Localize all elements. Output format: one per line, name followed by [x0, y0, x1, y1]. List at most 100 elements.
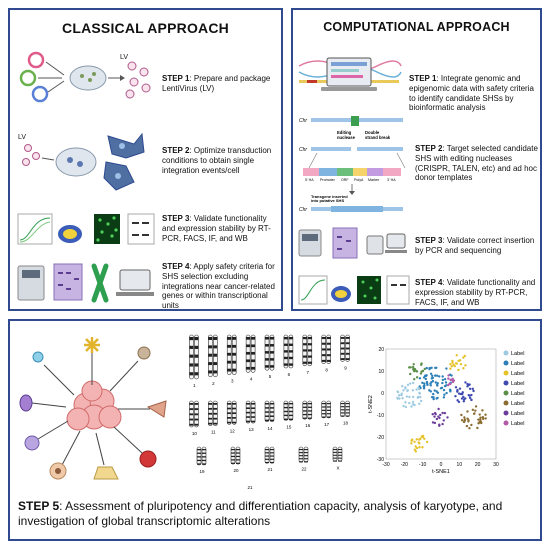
svg-text:Transgene inserted: Transgene inserted — [311, 194, 348, 199]
neuron-cell — [84, 337, 100, 353]
tsne-point — [471, 408, 475, 412]
legend-marker — [503, 420, 509, 426]
chromosome-number: 17 — [324, 422, 330, 427]
y-axis-label: t-SNE2 — [368, 395, 374, 413]
svg-text:Editing: Editing — [337, 130, 352, 135]
macrophage-cell — [24, 435, 40, 451]
tsne-point — [441, 422, 444, 426]
tsne-point — [437, 407, 440, 411]
tsne-point — [435, 417, 439, 421]
tsne-point — [470, 423, 473, 427]
tsne-point — [479, 421, 483, 424]
chromosome-pair — [321, 400, 331, 419]
astrocyte-cell — [137, 346, 151, 360]
tsne-point — [439, 387, 443, 390]
classical-step-1: STEP 1: Prepare and package LentiVirus (… — [162, 74, 271, 93]
tsne-point — [463, 416, 466, 419]
tsne-point — [410, 405, 413, 408]
x-tick: 30 — [493, 462, 499, 468]
tsne-point — [441, 375, 444, 378]
tsne-point — [406, 383, 410, 387]
chromosome-pair — [189, 400, 199, 428]
tsne-point — [461, 391, 464, 394]
legend-label: Label — [511, 381, 524, 387]
tsne-point — [460, 397, 464, 400]
lv-label-2: LV — [18, 134, 27, 141]
tsne-point — [404, 387, 407, 390]
chromosome-number: 11 — [211, 430, 216, 435]
chromosome-number: 12 — [230, 428, 236, 433]
svg-text:Marker: Marker — [368, 178, 380, 182]
tsne-point — [468, 387, 472, 391]
tsne-point — [429, 390, 433, 393]
tsne-point — [397, 394, 401, 397]
svg-text:3' HA: 3' HA — [387, 178, 396, 182]
sperm-cell — [32, 351, 44, 363]
tsne-point — [464, 364, 467, 367]
y-tick: 10 — [378, 369, 384, 375]
chromosome-pair — [332, 446, 343, 462]
epithelial-cell — [19, 394, 33, 412]
chromosome-pair — [226, 334, 237, 375]
tsne-point — [429, 384, 432, 387]
chromosome-pair — [264, 446, 275, 464]
tsne-point — [443, 393, 446, 396]
tsne-point — [419, 395, 422, 399]
chromosome-number: 4 — [250, 376, 253, 381]
legend-marker — [503, 390, 509, 396]
tsne-point — [425, 382, 429, 385]
tsne-point — [418, 438, 421, 441]
transduced-cell-1 — [107, 132, 145, 159]
svg-text:Chr: Chr — [299, 207, 307, 213]
gel — [53, 263, 83, 301]
chromosome-number: 19 — [199, 469, 205, 474]
tsne-point — [418, 402, 421, 405]
tsne-point — [462, 400, 466, 403]
chromosome-pair — [298, 446, 309, 463]
tsne-point — [411, 389, 415, 392]
tsne-point — [413, 377, 416, 381]
tsne-point — [425, 440, 429, 444]
tsne-point — [443, 411, 447, 415]
tsne-point — [406, 389, 409, 392]
chromosome-number: 6 — [288, 372, 291, 377]
chromosome-pair — [302, 334, 313, 367]
legend-marker — [503, 350, 509, 356]
chromosome-number: X — [336, 465, 339, 470]
tsne-point — [404, 405, 408, 409]
tsne-point — [409, 372, 412, 376]
chr-label-1: Chr — [299, 118, 307, 124]
tsne-point — [408, 395, 411, 399]
tsne-point — [449, 367, 452, 370]
tsne-point — [411, 395, 415, 399]
legend-label: Label — [511, 401, 524, 407]
tsne-point — [423, 384, 426, 387]
chromosome-pair — [245, 400, 256, 424]
tsne-point — [433, 415, 436, 418]
tsne-point — [432, 397, 435, 401]
tsne-point — [409, 382, 412, 385]
tsne-point — [462, 356, 465, 359]
plasmid-3 — [31, 85, 49, 103]
computational-step-1: STEP 1: Integrate genomic and epigenomic… — [409, 74, 534, 113]
tsne-point — [434, 381, 437, 384]
chromosome-number: 16 — [305, 423, 311, 428]
chromosome-number: 10 — [192, 431, 198, 436]
legend-marker — [503, 410, 509, 416]
tsne-point — [420, 363, 423, 366]
tsne-point — [457, 392, 461, 395]
tsne-point — [481, 417, 485, 421]
chromosome-number: 20 — [233, 468, 239, 473]
tsne-point — [405, 395, 409, 398]
tsne-point — [462, 367, 465, 370]
tsne-point — [435, 390, 438, 393]
dish-cells — [55, 147, 97, 177]
tsne-point — [479, 418, 482, 421]
tsne-point — [420, 370, 423, 373]
tsne-point — [464, 381, 467, 384]
tsne-point — [432, 392, 435, 396]
tsne-point — [423, 382, 426, 385]
donor-template — [303, 168, 401, 176]
tsne-point — [434, 366, 437, 370]
